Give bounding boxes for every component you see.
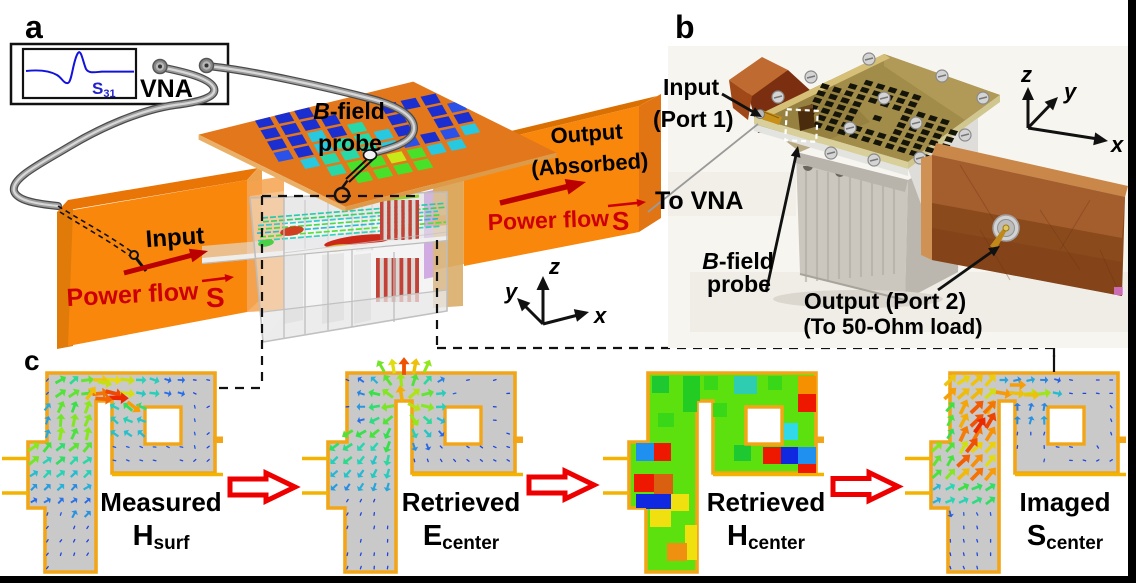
svg-text:y: y — [1063, 79, 1078, 104]
svg-text:Retrieved: Retrieved — [707, 487, 826, 517]
svg-text:Power flow: Power flow — [66, 277, 200, 312]
svg-text:Measured: Measured — [100, 487, 221, 517]
svg-text:probe: probe — [707, 271, 771, 297]
svg-text:Retrieved: Retrieved — [402, 487, 521, 517]
svg-text:To VNA: To VNA — [655, 187, 743, 215]
svg-text:Output: Output — [550, 118, 624, 148]
svg-text:z: z — [548, 254, 560, 279]
svg-text:B-field: B-field — [313, 98, 385, 124]
svg-text:Input: Input — [145, 222, 205, 253]
svg-text:probe: probe — [318, 130, 382, 156]
svg-text:VNA: VNA — [140, 75, 193, 103]
svg-text:Input: Input — [663, 74, 720, 100]
svg-text:x: x — [1110, 132, 1124, 157]
svg-text:x: x — [593, 303, 607, 328]
svg-text:Imaged: Imaged — [1019, 487, 1110, 517]
svg-text:Power flow: Power flow — [487, 205, 609, 235]
svg-text:(To 50-Ohm load): (To 50-Ohm load) — [803, 314, 982, 339]
svg-text:z: z — [1020, 62, 1032, 87]
svg-text:Output (Port 2): Output (Port 2) — [804, 288, 966, 314]
svg-text:S: S — [612, 206, 629, 236]
svg-text:S: S — [206, 282, 225, 313]
svg-text:c: c — [24, 345, 40, 376]
svg-text:b: b — [675, 9, 695, 45]
svg-text:(Port 1): (Port 1) — [653, 106, 734, 132]
svg-text:a: a — [25, 9, 43, 45]
svg-text:y: y — [504, 279, 519, 304]
svg-text:B-field: B-field — [702, 248, 774, 274]
